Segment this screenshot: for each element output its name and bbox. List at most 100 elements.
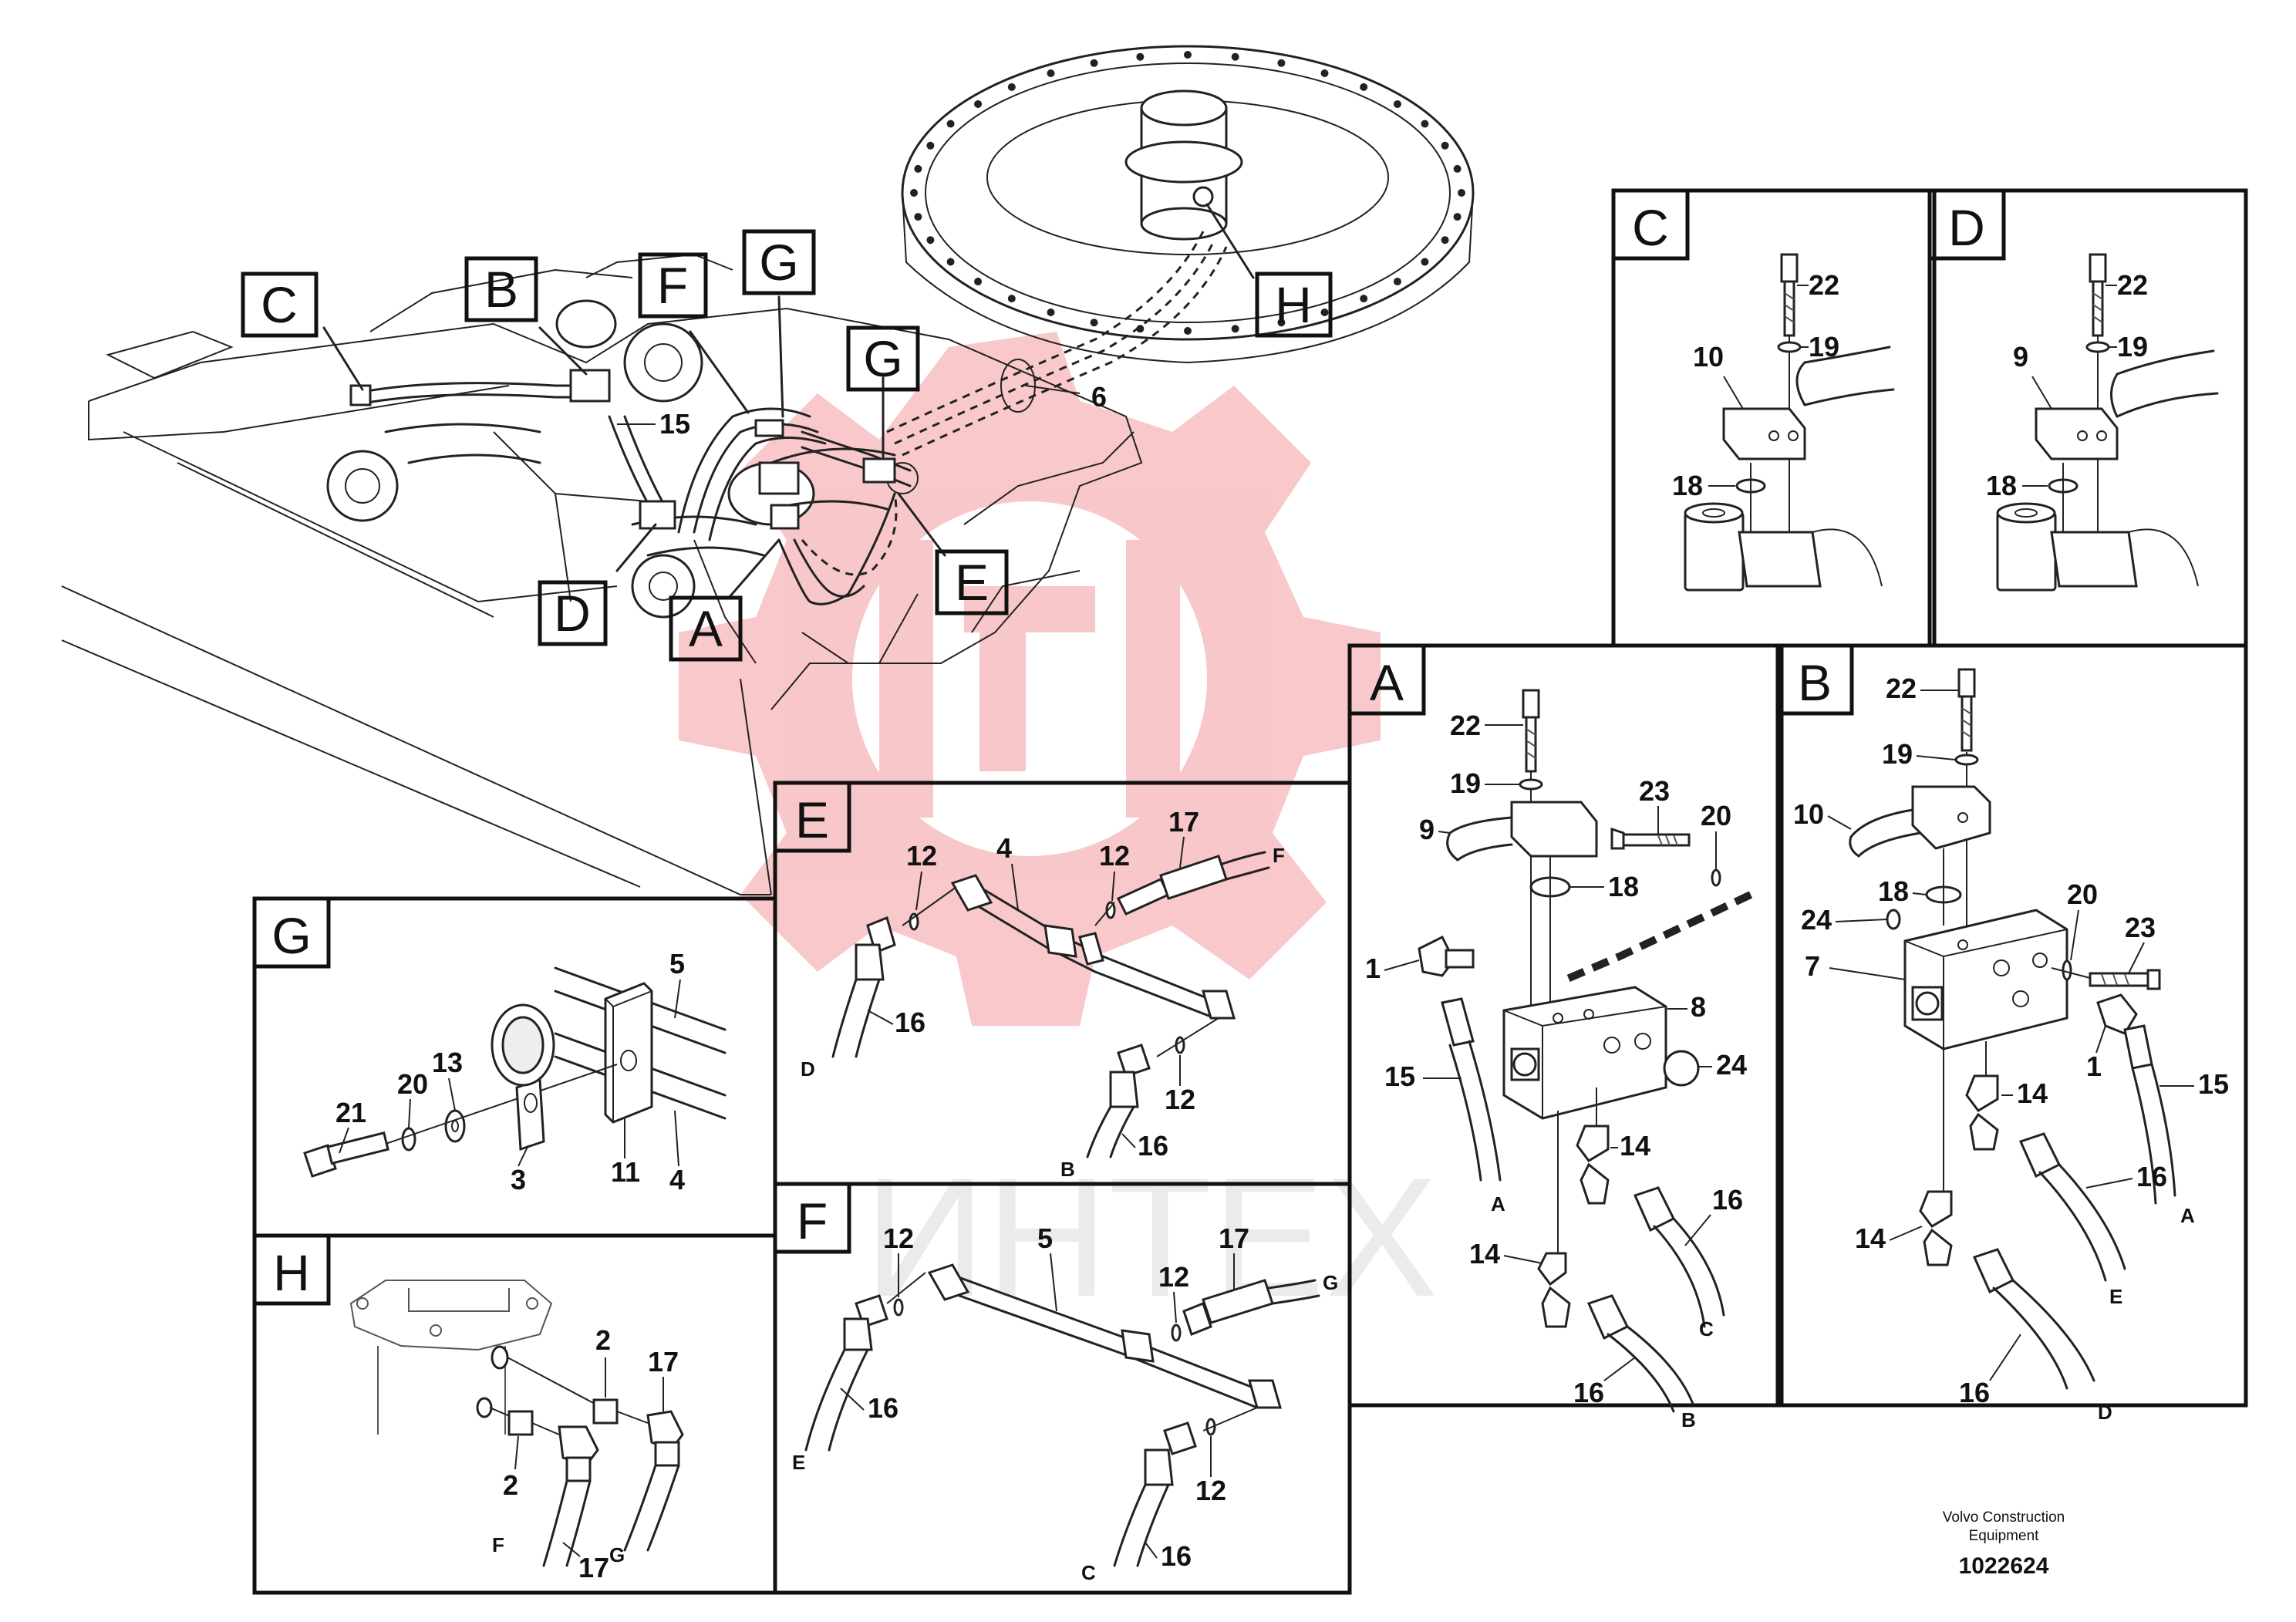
label-21: 21 (335, 1097, 366, 1128)
callout-6: 6 (1091, 381, 1107, 413)
drawing-number: 1022624 (1959, 1553, 2049, 1579)
label-5: 5 (669, 948, 685, 980)
label-23: 23 (1639, 775, 1670, 807)
hose-end-b: B (1060, 1158, 1075, 1181)
bolt-hole (1277, 59, 1286, 67)
bolt-hole (1393, 99, 1401, 108)
bolt-hole (1393, 278, 1401, 286)
bolt-hole (1360, 83, 1368, 91)
label-19: 19 (1450, 767, 1481, 799)
label-22: 22 (1450, 710, 1481, 741)
label-16: 16 (1161, 1540, 1192, 1572)
callout-g-2: G (863, 330, 902, 387)
bolt-hole (1320, 309, 1329, 317)
label-14: 14 (1855, 1222, 1886, 1254)
panel-g: G 5 13 20 21 3 11 4 (252, 896, 727, 1195)
callout-d: D (554, 585, 591, 642)
hose-end-f: F (1273, 844, 1285, 867)
label-1: 1 (2086, 1050, 2102, 1082)
callout-c: C (261, 276, 298, 333)
label-17: 17 (648, 1346, 679, 1378)
bolt-hole (1421, 120, 1429, 128)
callout-15: 15 (659, 408, 690, 440)
hose-end-d: D (2098, 1401, 2112, 1424)
label-14: 14 (1620, 1130, 1650, 1162)
label-18: 18 (1986, 470, 2017, 501)
label-17: 17 (578, 1552, 609, 1583)
label-9: 9 (1419, 814, 1435, 845)
panel-b-tag: B (1798, 654, 1832, 711)
label-15: 15 (2198, 1068, 2229, 1100)
label-12: 12 (883, 1222, 914, 1254)
label-4: 4 (996, 832, 1012, 864)
label-12: 12 (1158, 1261, 1189, 1293)
label-10: 10 (1793, 798, 1824, 830)
bolt-hole (1360, 295, 1368, 303)
label-16: 16 (2136, 1161, 2167, 1192)
hose-end-b: B (1681, 1408, 1696, 1431)
bolt-hole (1277, 319, 1286, 327)
panel-a: A (1347, 643, 1753, 1431)
bolt-hole (1047, 309, 1055, 317)
label-17: 17 (1168, 806, 1199, 838)
label-15: 15 (1384, 1061, 1415, 1092)
callout-b: B (484, 261, 518, 318)
bolt-hole (1458, 189, 1465, 197)
hose-end-a: A (2180, 1204, 2195, 1227)
label-12: 12 (1195, 1475, 1226, 1506)
label-20: 20 (397, 1068, 428, 1100)
callout-h: H (1275, 276, 1312, 333)
bolt-hole (1421, 258, 1429, 266)
label-16: 16 (1712, 1184, 1743, 1216)
label-20: 20 (1701, 800, 1731, 831)
label-19: 19 (1882, 738, 1913, 770)
label-22: 22 (1886, 673, 1917, 704)
hose-end-e: E (792, 1451, 805, 1474)
callout-g-1: G (759, 234, 798, 291)
bolt-hole (910, 189, 918, 197)
label-11: 11 (611, 1156, 640, 1188)
main-callouts: C B F G G H D A E 15 6 (241, 229, 1333, 662)
callout-a: A (689, 600, 723, 657)
watermark-text: ИНТЕХ (864, 1142, 1438, 1332)
bolt-hole (1441, 141, 1449, 150)
label-2: 2 (503, 1469, 518, 1501)
callout-e: E (955, 554, 989, 611)
label-12: 12 (906, 840, 937, 872)
bolt-hole (974, 99, 983, 108)
label-23: 23 (2125, 912, 2156, 943)
bolt-hole (1184, 51, 1192, 59)
bolt-hole (926, 236, 935, 244)
panel-a-tag: A (1370, 654, 1404, 711)
label-8: 8 (1691, 991, 1706, 1023)
label-16: 16 (868, 1392, 899, 1424)
bolt-hole (946, 258, 955, 266)
label-16: 16 (1959, 1377, 1990, 1408)
panel-d-tag: D (1948, 199, 1985, 256)
panel-c: C 22 19 10 18 (1611, 188, 1895, 592)
hose-end-a: A (1491, 1192, 1505, 1216)
hose-end-e: E (2109, 1285, 2122, 1308)
label-2: 2 (595, 1324, 611, 1356)
label-9: 9 (2013, 341, 2028, 373)
watermark-logo (679, 332, 1381, 1026)
bolt-hole (914, 213, 922, 221)
panel-e: E 12 4 12 17 F 1 (773, 781, 1285, 1181)
hose-end-c: C (1081, 1561, 1096, 1584)
panel-d: D 22 19 9 18 (1927, 188, 2219, 592)
panel-h: H 2 17 2 F 17 G (252, 1233, 684, 1583)
footer: Volvo Construction Equipment 1022624 (1943, 1509, 2065, 1579)
bolt-hole (1320, 69, 1329, 77)
panel-h-tag: H (273, 1244, 310, 1301)
bolt-hole (946, 120, 955, 128)
label-22: 22 (2117, 269, 2148, 301)
label-16: 16 (1138, 1130, 1168, 1162)
bolt-hole (914, 164, 922, 173)
bolt-hole (1090, 319, 1098, 327)
panel-e-tag: E (795, 791, 829, 848)
bolt-hole (1231, 325, 1239, 333)
label-4: 4 (669, 1164, 685, 1195)
label-14: 14 (1469, 1238, 1500, 1270)
bolt-hole (1184, 327, 1192, 335)
